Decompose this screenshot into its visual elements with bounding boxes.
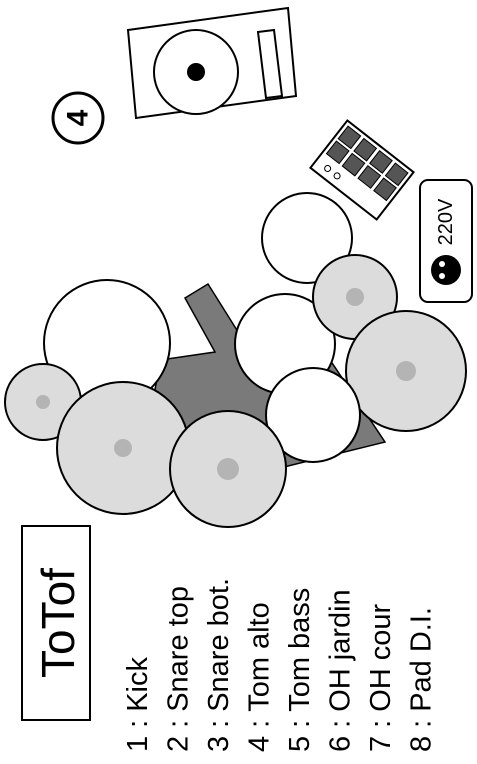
stage-number: 4 bbox=[62, 109, 95, 126]
legend-number: 3 bbox=[203, 736, 235, 752]
legend-label: OH jardin bbox=[325, 589, 357, 712]
legend-label: Kick bbox=[122, 657, 154, 712]
floor-tom bbox=[261, 192, 353, 284]
legend-number: 7 bbox=[365, 736, 397, 752]
legend-number: 5 bbox=[284, 736, 316, 752]
legend-separator: : bbox=[325, 720, 357, 728]
legend-item: 7: OH cour bbox=[365, 603, 397, 752]
cymbal-center bbox=[169, 410, 287, 528]
stage-number-badge: 4 bbox=[51, 91, 105, 145]
page-title: ToTof bbox=[32, 568, 84, 678]
legend-number: 6 bbox=[325, 736, 357, 752]
snare-white bbox=[265, 367, 361, 463]
legend-item: 6: OH jardin bbox=[325, 589, 357, 752]
legend-separator: : bbox=[163, 720, 195, 728]
cymbal-right-bottom bbox=[345, 310, 467, 432]
legend-label: Tom alto bbox=[244, 602, 276, 712]
legend-label: Pad D.I. bbox=[406, 607, 438, 712]
legend-separator: : bbox=[122, 720, 154, 728]
legend-number: 4 bbox=[244, 736, 276, 752]
legend-item: 3: Snare bot. bbox=[203, 578, 235, 752]
legend-number: 2 bbox=[163, 736, 195, 752]
legend-item: 5: Tom bass bbox=[284, 588, 316, 752]
legend-label: Tom bass bbox=[284, 588, 316, 712]
legend-item: 8: Pad D.I. bbox=[406, 607, 438, 752]
legend-label: Snare bot. bbox=[203, 578, 235, 712]
cymbal-left-large bbox=[56, 381, 190, 515]
power-label: 220V bbox=[435, 198, 457, 245]
legend-separator: : bbox=[203, 720, 235, 728]
monitor-speaker-icon bbox=[126, 6, 298, 120]
legend-label: Snare top bbox=[163, 586, 195, 712]
legend-number: 1 bbox=[122, 736, 154, 752]
legend-item: 2: Snare top bbox=[163, 586, 195, 752]
legend-number: 8 bbox=[406, 736, 438, 752]
legend-separator: : bbox=[406, 720, 438, 728]
legend-separator: : bbox=[244, 720, 276, 728]
legend-item: 4: Tom alto bbox=[244, 602, 276, 752]
legend-separator: : bbox=[365, 720, 397, 728]
title-box: ToTof bbox=[21, 525, 91, 721]
power-outlet-icon bbox=[431, 255, 461, 285]
legend-item: 1: Kick bbox=[122, 657, 154, 752]
legend-label: OH cour bbox=[365, 603, 397, 711]
drum-pad-icon bbox=[309, 119, 415, 221]
legend-separator: : bbox=[284, 720, 316, 728]
power-outlet: 220V bbox=[419, 179, 473, 303]
